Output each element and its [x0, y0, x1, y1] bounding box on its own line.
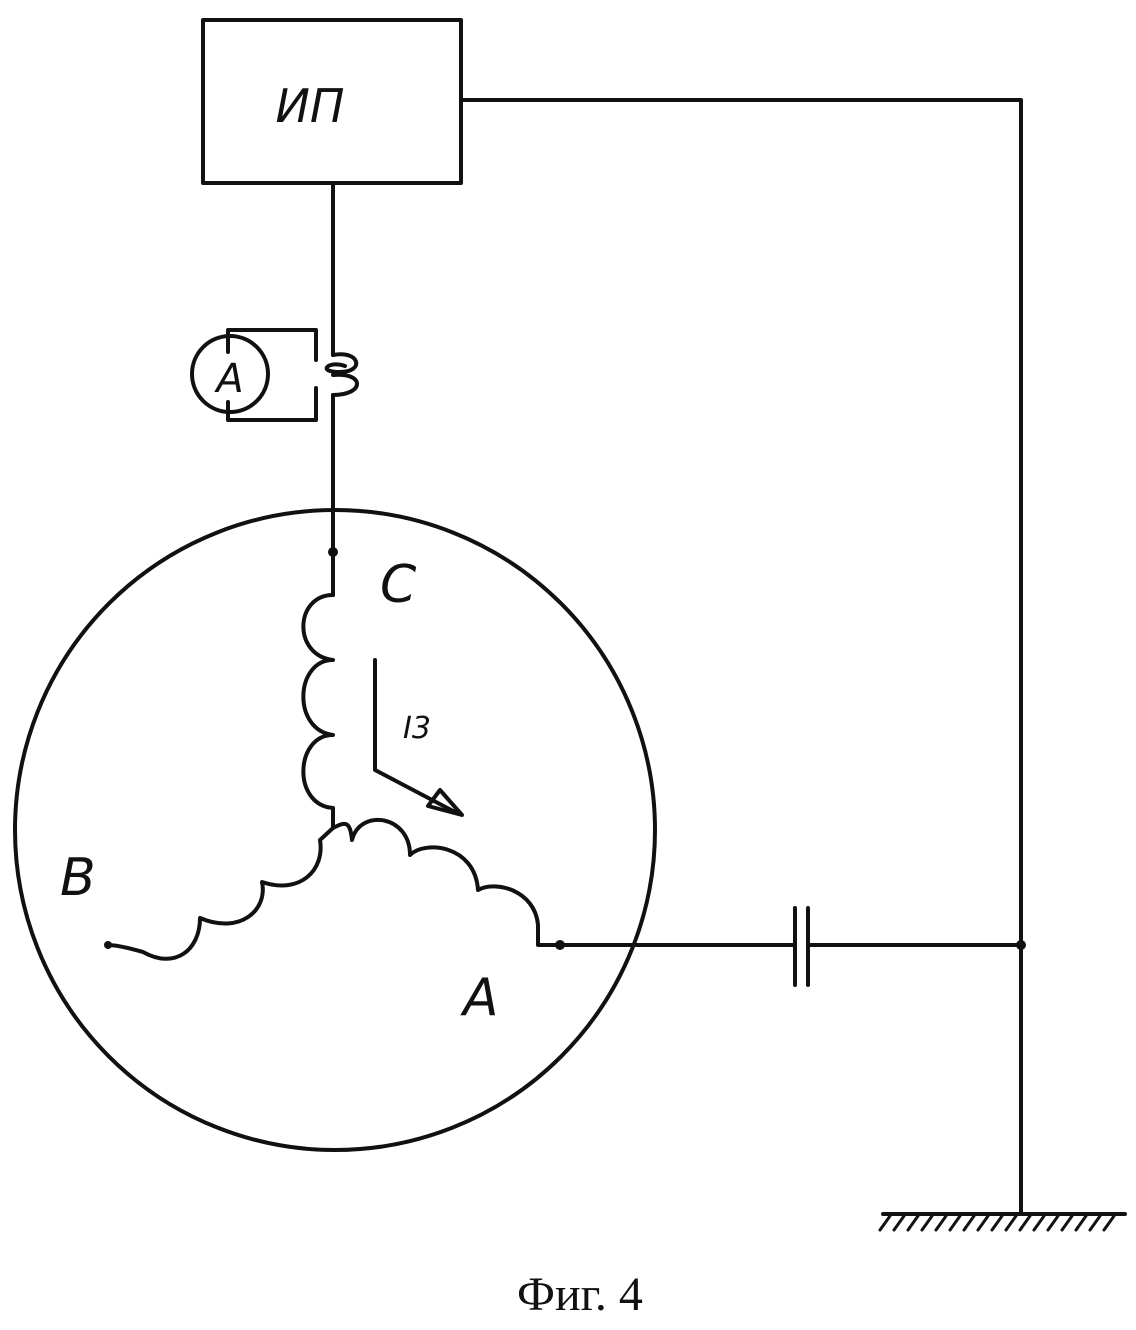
winding-c — [301, 593, 335, 830]
winding-b — [106, 826, 335, 961]
power-source-label: ИП — [276, 79, 345, 133]
phase-a-label: А — [460, 968, 499, 1028]
figure-caption: Фиг. 4 — [517, 1268, 643, 1321]
ground-symbol — [878, 1212, 1127, 1232]
capacitor — [793, 906, 810, 987]
ammeter-circle — [190, 334, 270, 414]
phase-b-label: В — [60, 848, 96, 908]
phase-c-label: С — [380, 555, 417, 615]
junction-dot — [1016, 940, 1026, 950]
terminal-b — [104, 941, 112, 949]
winding-a — [331, 817, 562, 947]
return-wire — [459, 98, 1023, 1215]
current-label: I3 — [403, 711, 431, 746]
motor-housing — [13, 508, 657, 1152]
ammeter-label: А — [213, 356, 243, 402]
ammeter: А — [190, 334, 270, 414]
current-arrow: I3 — [373, 658, 464, 817]
power-source-block: ИП — [201, 18, 463, 185]
